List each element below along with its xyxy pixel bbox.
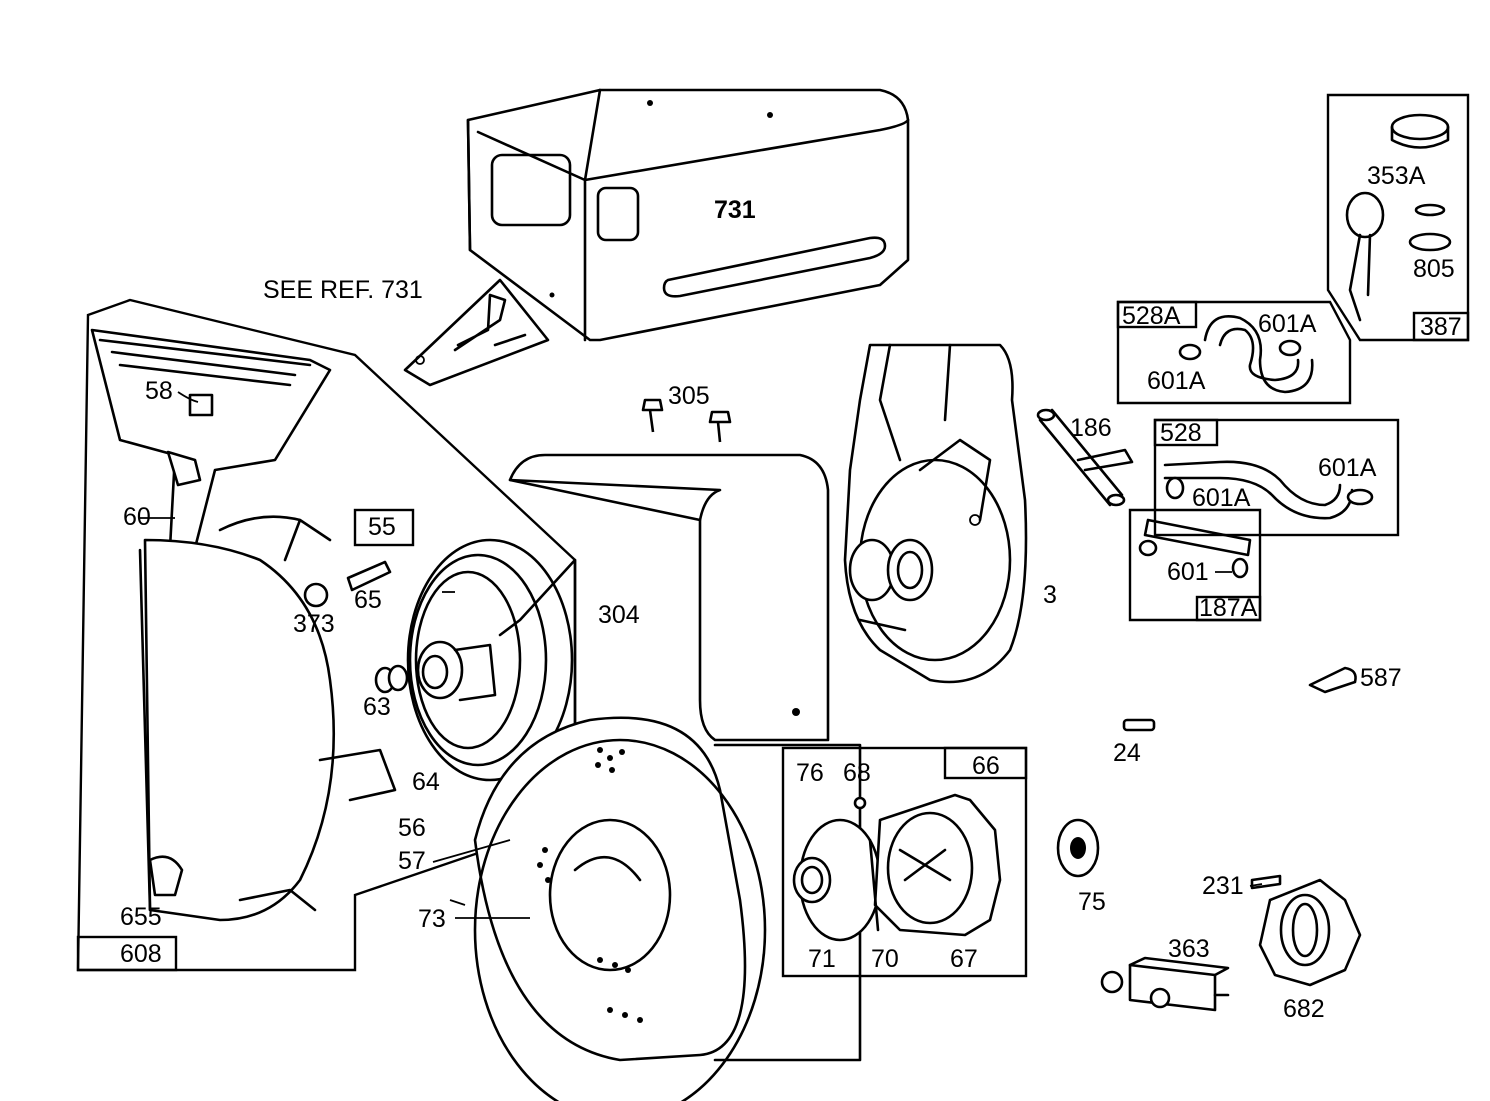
label-363: 363 [1168, 935, 1210, 963]
label-73: 73 [418, 905, 446, 933]
label-373: 373 [293, 610, 335, 638]
label-64: 64 [412, 768, 440, 796]
label-731: 731 [714, 196, 756, 224]
label-68: 68 [843, 759, 871, 787]
label-55: 55 [368, 513, 396, 541]
part-528a-kit [1116, 300, 1352, 405]
part-73-shroud [473, 453, 862, 1101]
part-labels: 731 SEE REF. 731 353A 805 387 528A 601A … [120, 162, 1462, 1023]
label-682: 682 [1283, 995, 1325, 1023]
label-58: 58 [145, 377, 173, 405]
label-601a-2: 601A [1147, 367, 1206, 395]
label-see-ref: SEE REF. 731 [263, 276, 423, 304]
bracket-see-ref-731 [403, 278, 550, 387]
label-76: 76 [796, 759, 824, 787]
part-387-kit [1326, 93, 1470, 342]
label-528: 528 [1160, 419, 1202, 447]
label-70: 70 [871, 945, 899, 973]
label-186: 186 [1070, 414, 1112, 442]
part-186-tube [1036, 408, 1134, 507]
part-528-kit [1153, 418, 1400, 537]
label-57: 57 [398, 847, 426, 875]
label-387: 387 [1420, 313, 1462, 341]
part-304-pulley [374, 538, 577, 882]
part-3-cover [843, 343, 1028, 684]
label-305: 305 [668, 382, 710, 410]
part-731-cover [466, 88, 910, 342]
label-528a: 528A [1122, 302, 1181, 330]
part-373-65-fasteners [303, 560, 392, 608]
shroud-vent-holes [537, 747, 643, 1023]
label-67: 67 [950, 945, 978, 973]
label-601: 601 [1167, 558, 1209, 586]
part-682-gasket [1250, 874, 1362, 987]
part-305-screws [641, 398, 732, 443]
label-66: 66 [972, 752, 1000, 780]
label-3: 3 [1043, 581, 1057, 609]
label-608: 608 [120, 940, 162, 968]
label-60: 60 [123, 503, 151, 531]
label-63: 63 [363, 693, 391, 721]
label-655: 655 [120, 903, 162, 931]
label-601a-3: 601A [1318, 454, 1377, 482]
part-587-clip [1308, 666, 1357, 694]
label-71: 71 [808, 945, 836, 973]
label-56: 56 [398, 814, 426, 842]
label-601a-1: 601A [1258, 310, 1317, 338]
label-231: 231 [1202, 872, 1244, 900]
label-587: 587 [1360, 664, 1402, 692]
part-75-washer [1056, 818, 1100, 878]
label-187a: 187A [1199, 594, 1258, 622]
leader-lines [140, 391, 1263, 919]
part-24-pin [1122, 718, 1156, 732]
label-304: 304 [598, 601, 640, 629]
part-608-blower [76, 298, 577, 972]
label-24: 24 [1113, 739, 1141, 767]
part-66-governor [781, 746, 1028, 978]
label-353a: 353A [1367, 162, 1426, 190]
label-65: 65 [354, 586, 382, 614]
part-363-solenoid [1100, 956, 1230, 1012]
label-75: 75 [1078, 888, 1106, 916]
label-601a-4: 601A [1192, 484, 1251, 512]
part-187a-kit [1128, 508, 1262, 622]
label-805: 805 [1413, 255, 1455, 283]
